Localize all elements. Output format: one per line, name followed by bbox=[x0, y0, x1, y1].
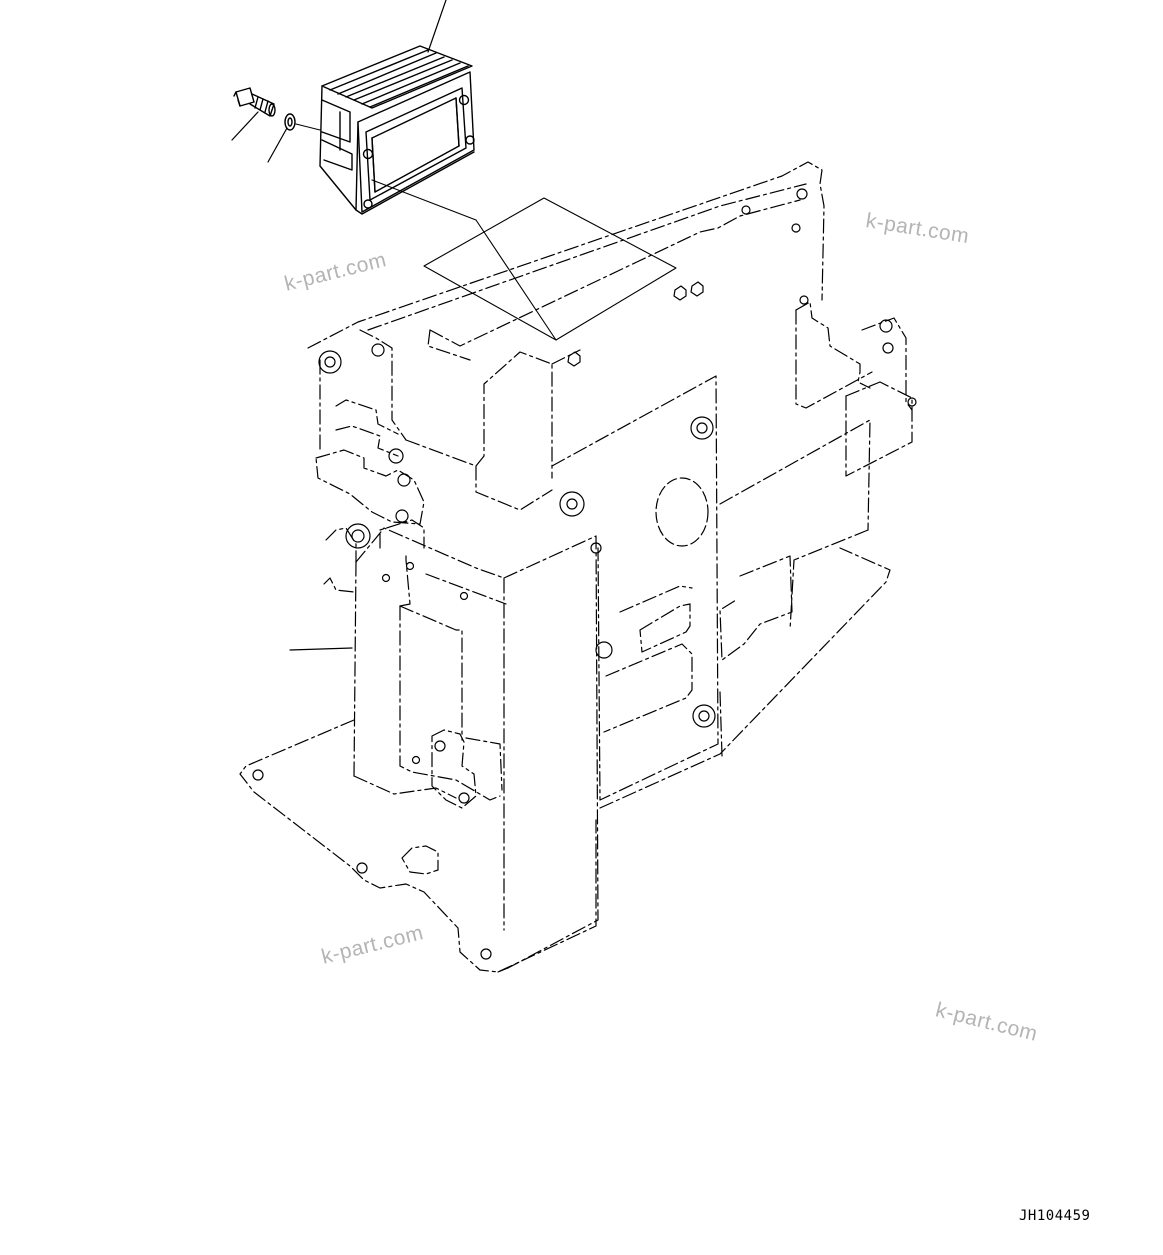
leader-lines bbox=[231, 0, 447, 651]
bracket-details bbox=[252, 188, 917, 960]
mounting-bracket bbox=[239, 161, 913, 973]
drawing-number: JH104459 bbox=[1019, 1208, 1091, 1224]
mounting-reference bbox=[371, 179, 677, 341]
bolt bbox=[233, 87, 276, 117]
assembly-axis bbox=[295, 123, 321, 131]
washer bbox=[284, 113, 296, 131]
controller-module bbox=[319, 45, 475, 215]
